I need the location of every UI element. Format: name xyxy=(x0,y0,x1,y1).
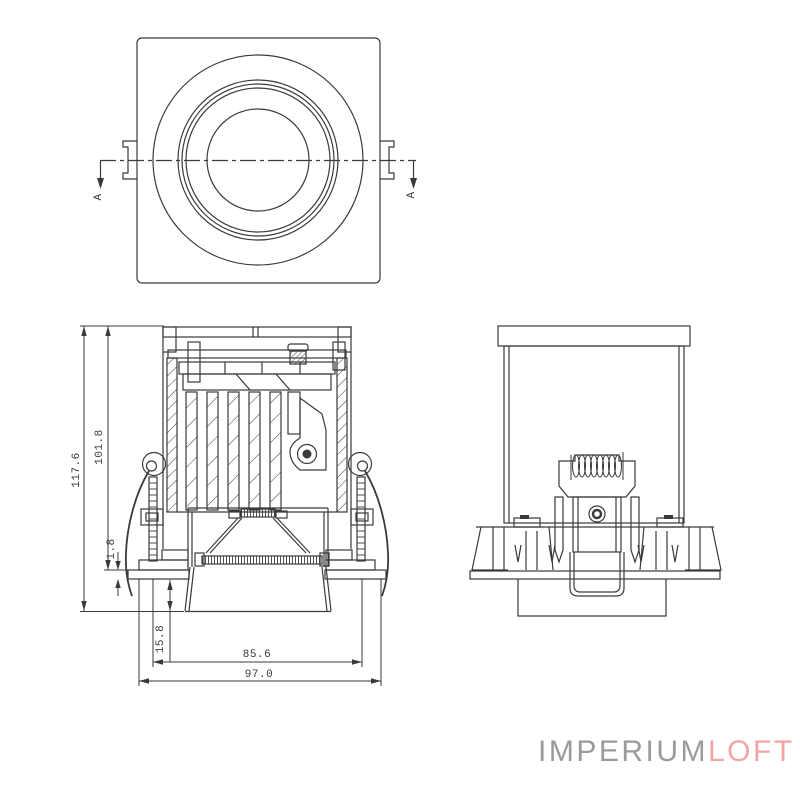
dim-flange-thickness-label: 1.8 xyxy=(106,538,118,560)
screw-top xyxy=(287,343,309,365)
dim-total-height-label: 117.6 xyxy=(71,452,83,488)
section-arrow-left xyxy=(97,178,104,189)
u-clip xyxy=(569,552,625,597)
spring-clip-right xyxy=(347,451,390,597)
trim-step-left xyxy=(471,526,556,571)
lamp-module xyxy=(177,507,337,567)
side-view xyxy=(469,325,722,617)
clip-plate xyxy=(572,496,622,553)
interior-blocks xyxy=(178,361,336,391)
dim-body-height-label: 101.8 xyxy=(94,429,106,465)
spring-clip-left xyxy=(124,451,167,597)
clip-housing xyxy=(558,454,636,498)
ceiling-flange xyxy=(469,570,721,580)
front-section-view xyxy=(124,326,390,613)
trim-flange xyxy=(127,549,387,580)
dim-overall-width-label: 97.0 xyxy=(244,669,274,681)
body-outline xyxy=(503,345,685,524)
trim-square-outline xyxy=(136,37,381,284)
clip-blade-left xyxy=(554,496,564,564)
lower-cone xyxy=(184,566,332,613)
clip-screw xyxy=(588,505,606,523)
trim-step-right xyxy=(637,526,722,571)
glass-lens xyxy=(201,555,323,565)
pivot-circle xyxy=(296,443,318,465)
body-cap xyxy=(497,325,691,347)
top-view xyxy=(97,37,417,284)
trim-tabs xyxy=(513,515,684,528)
clip-assembly xyxy=(554,452,640,597)
pivot-dot xyxy=(302,449,312,459)
logo-text-primary: IMPERIUM xyxy=(538,735,708,768)
logo-text-secondary: LOFT xyxy=(708,735,795,768)
section-label-right: A xyxy=(406,191,418,199)
recessed-box xyxy=(517,579,667,617)
tilt-bracket xyxy=(287,391,327,471)
section-arrow-right xyxy=(410,178,417,189)
clip-blade-right xyxy=(630,496,640,564)
heatsink-fins xyxy=(185,391,282,511)
dim-cutout-width-label: 85.6 xyxy=(242,649,272,661)
dim-recess-depth-label: 15.8 xyxy=(155,624,167,654)
gimbal-ring-circle xyxy=(177,79,339,241)
dimension-lines xyxy=(80,325,382,686)
coil-spring xyxy=(570,452,624,480)
led-strip xyxy=(240,508,276,518)
section-label-left: A xyxy=(93,193,105,201)
reflector-edge xyxy=(205,517,239,554)
section-cut-line xyxy=(97,159,417,189)
brand-logo: IMPERIUMLOFT xyxy=(538,737,795,767)
